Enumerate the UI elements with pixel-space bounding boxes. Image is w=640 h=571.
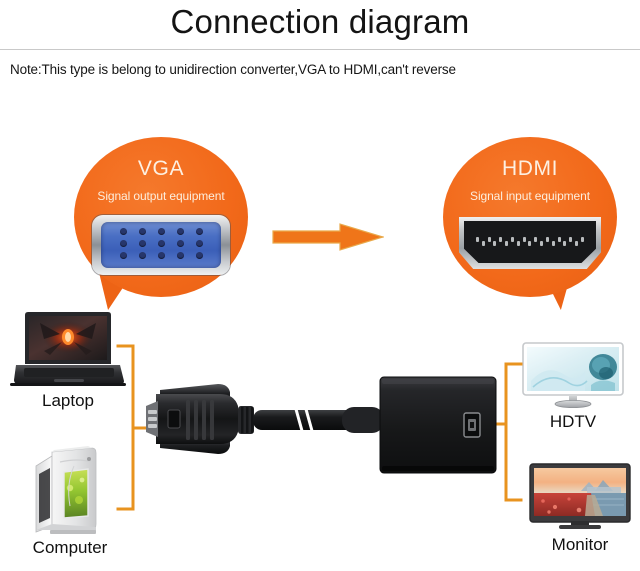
left-bracket-icon [112, 340, 152, 515]
page-title: Connection diagram [170, 3, 470, 40]
vga-pin-row-3 [101, 252, 221, 259]
hdmi-port-cavity [464, 221, 596, 263]
hdmi-female-port-icon [463, 412, 481, 438]
hdmi-pin-row [476, 237, 584, 246]
hdtv-label: HDTV [549, 412, 597, 431]
header-divider [0, 49, 640, 50]
vga-to-hdmi-adapter [146, 368, 498, 482]
vga-callout-subtitle: Signal output equipment [97, 189, 225, 203]
desktop-tower-icon [30, 444, 110, 536]
hdmi-callout-bubble: HDMI Signal input equipment [443, 137, 617, 297]
laptop-label: Laptop [42, 391, 94, 410]
vga-port-icon [92, 215, 230, 275]
monitor-icon [529, 463, 631, 533]
vga-callout-title: VGA [137, 157, 185, 180]
laptop-icon [10, 309, 126, 389]
hdmi-callout-title: HDMI [501, 157, 559, 180]
adapter-body-icon [379, 376, 497, 474]
vga-port-insert [101, 222, 221, 268]
note-text: Note:This type is belong to unidirection… [10, 62, 456, 77]
computer-label: Computer [32, 538, 108, 557]
cable-icon [253, 401, 384, 439]
right-arrow-icon [272, 222, 386, 252]
hdmi-port-icon [459, 217, 601, 269]
vga-callout-bubble: VGA Signal output equipment [74, 137, 248, 297]
hdmi-callout-subtitle: Signal input equipment [470, 189, 590, 203]
hdtv-monitor-icon [521, 341, 625, 411]
vga-pin-row-1 [101, 228, 221, 235]
monitor-label: Monitor [551, 535, 609, 554]
vga-pin-row-2 [101, 240, 221, 247]
vga-male-connector-icon [146, 384, 254, 454]
